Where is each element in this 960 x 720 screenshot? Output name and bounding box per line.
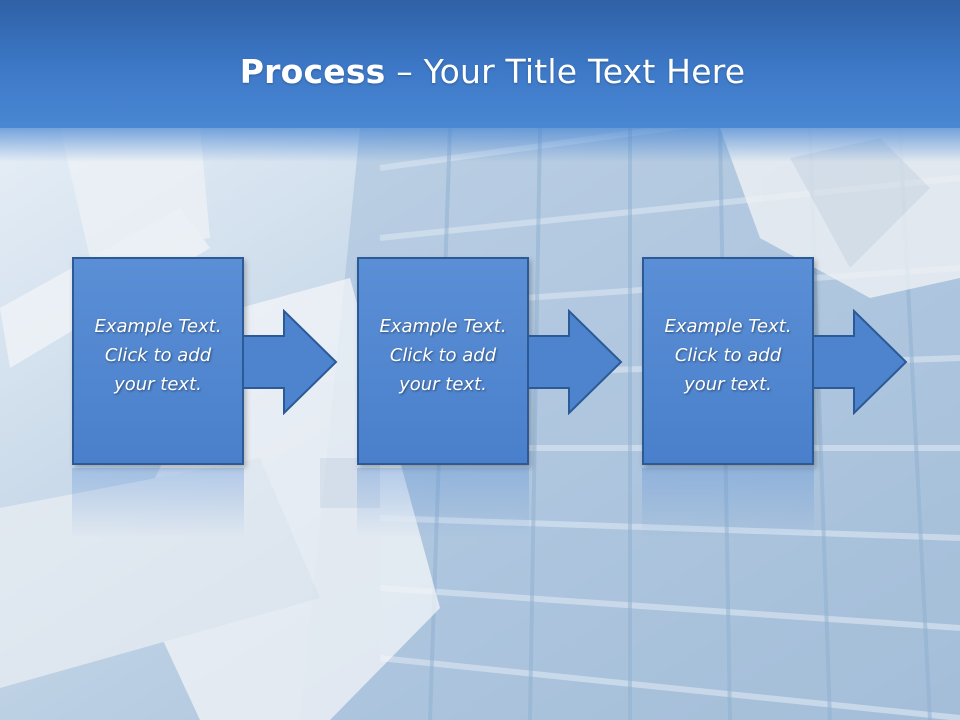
slide-title[interactable]: Process – Your Title Text Here	[0, 52, 960, 91]
process-step-1[interactable]: Example Text. Click to add your text.	[72, 257, 244, 465]
title-rest: – Your Title Text Here	[385, 52, 746, 91]
header-band	[0, 0, 960, 128]
step-1-reflection	[72, 468, 244, 538]
step-2-reflection	[357, 468, 529, 538]
process-step-3[interactable]: Example Text. Click to add your text.	[642, 257, 814, 465]
header-fade	[0, 122, 960, 162]
process-step-2[interactable]: Example Text. Click to add your text.	[357, 257, 529, 465]
right-arrow-icon	[243, 309, 338, 415]
title-bold: Process	[239, 52, 386, 91]
right-arrow-icon	[813, 309, 908, 415]
step-2-text[interactable]: Example Text. Click to add your text.	[379, 316, 507, 395]
step-1-text[interactable]: Example Text. Click to add your text.	[94, 316, 222, 395]
step-3-reflection	[642, 468, 814, 538]
right-arrow-icon	[528, 309, 623, 415]
step-3-text[interactable]: Example Text. Click to add your text.	[664, 316, 792, 395]
